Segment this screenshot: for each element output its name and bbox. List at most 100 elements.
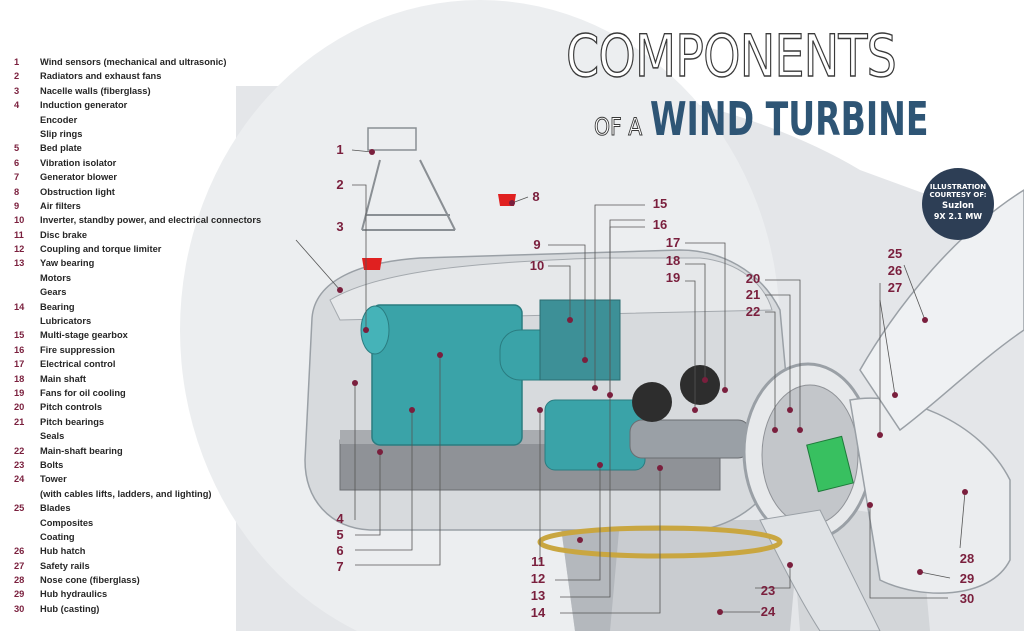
legend-item: Composites <box>14 516 284 530</box>
callout-23: 23 <box>760 583 776 598</box>
callout-12: 12 <box>530 571 546 586</box>
legend-number: 18 <box>14 373 25 384</box>
legend-item: 6 Vibration isolator <box>14 156 284 170</box>
legend-number: 4 <box>14 100 20 111</box>
legend-number: 17 <box>14 359 25 370</box>
callout-16: 16 <box>652 217 668 232</box>
legend-text: Generator blower <box>40 172 117 183</box>
ladder <box>361 159 456 231</box>
legend-number: 26 <box>14 546 25 557</box>
callout-13: 13 <box>530 588 546 603</box>
legend-number: 8 <box>14 186 20 197</box>
callout-19: 19 <box>665 270 681 285</box>
legend-item: Encoder <box>14 113 284 127</box>
main-shaft-shape <box>629 419 751 459</box>
callout-24: 24 <box>760 604 776 619</box>
legend-number: 23 <box>14 459 25 470</box>
legend-number: 13 <box>14 258 25 269</box>
legend-number: 3 <box>14 85 20 96</box>
callout-14: 14 <box>530 605 546 620</box>
legend-text: Bearing <box>40 301 75 312</box>
legend-item: Slip rings <box>14 127 284 141</box>
legend-text: Disc brake <box>40 229 88 240</box>
legend-text: Air filters <box>40 200 81 211</box>
legend-number: 11 <box>14 229 24 240</box>
legend-number: 27 <box>14 560 25 571</box>
callout-dots <box>337 149 968 615</box>
legend-item: 12 Coupling and torque limiter <box>14 242 284 256</box>
credit-company: Suzlon <box>942 201 974 211</box>
legend-item: Coating <box>14 530 284 544</box>
legend-text: Main shaft <box>40 373 86 384</box>
legend-text: Nacelle walls (fiberglass) <box>40 85 151 96</box>
oil-fan-1 <box>632 382 672 422</box>
legend-text: Hub hydraulics <box>40 589 108 600</box>
callout-20: 20 <box>745 271 761 286</box>
inverter-cabinet <box>539 299 621 381</box>
legend-number: 6 <box>14 157 20 168</box>
legend-number: 24 <box>14 474 25 485</box>
legend-text: Vibration isolator <box>40 157 117 168</box>
leader-lines <box>295 149 966 614</box>
legend-text: Hub (casting) <box>40 603 100 614</box>
callout-3: 3 <box>336 219 344 234</box>
callout-30: 30 <box>959 591 975 606</box>
legend-item: 10 Inverter, standby power, and electrica… <box>14 213 284 227</box>
callout-2: 2 <box>336 177 344 192</box>
legend-text: Coupling and torque limiter <box>40 244 162 255</box>
legend-text: Inverter, standby power, and electrical … <box>40 215 262 226</box>
page-title: COMPONENTS OF A WIND TURBINE <box>565 22 969 146</box>
legend-item: (with cables lifts, ladders, and lightin… <box>14 487 284 501</box>
callout-21: 21 <box>745 287 761 302</box>
legend-number: 16 <box>14 344 25 355</box>
legend-text: Composites <box>40 517 94 528</box>
callout-27: 27 <box>887 280 903 295</box>
legend-text: Pitch bearings <box>40 416 105 427</box>
blade-lower <box>759 509 881 631</box>
callout-29: 29 <box>959 571 975 586</box>
legend-item: Seals <box>14 429 284 443</box>
legend-text: Fans for oil cooling <box>40 387 126 398</box>
legend-text: Fire suppression <box>40 344 115 355</box>
callout-8: 8 <box>532 189 540 204</box>
generator-end <box>360 305 390 355</box>
legend-item: 8 Obstruction light <box>14 185 284 199</box>
oil-fan-2 <box>680 365 720 405</box>
legend-number: 19 <box>14 387 25 398</box>
credit-badge: ILLUSTRATION COURTESY OF: Suzlon 9X 2.1 … <box>922 168 994 240</box>
legend-number: 12 <box>14 244 25 255</box>
legend-text: Pitch controls <box>40 402 102 413</box>
legend-text: Radiators and exhaust fans <box>40 71 162 82</box>
title-wind-turbine: WIND TURBINE <box>649 92 929 146</box>
title-line-1: COMPONENTS <box>565 22 897 90</box>
legend-text: Nose cone (fiberglass) <box>40 575 140 586</box>
callout-1: 1 <box>336 142 344 157</box>
legend-text: Obstruction light <box>40 186 115 197</box>
legend-text: Hub hatch <box>40 546 86 557</box>
callout-15: 15 <box>652 196 668 211</box>
obstruction-light-1 <box>362 258 382 270</box>
callout-9: 9 <box>533 237 541 252</box>
credit-label: ILLUSTRATION COURTESY OF: <box>929 183 987 199</box>
legend-text: Main-shaft bearing <box>40 445 123 456</box>
callout-11: 11 <box>531 554 545 569</box>
legend-number: 10 <box>14 215 25 226</box>
legend-number: 15 <box>14 330 25 341</box>
legend-text: Coating <box>40 531 75 542</box>
callout-5: 5 <box>336 527 344 542</box>
legend-text: Slip rings <box>40 128 83 139</box>
legend-item: 3 Nacelle walls (fiberglass) <box>14 84 284 98</box>
legend-number: 5 <box>14 143 20 154</box>
